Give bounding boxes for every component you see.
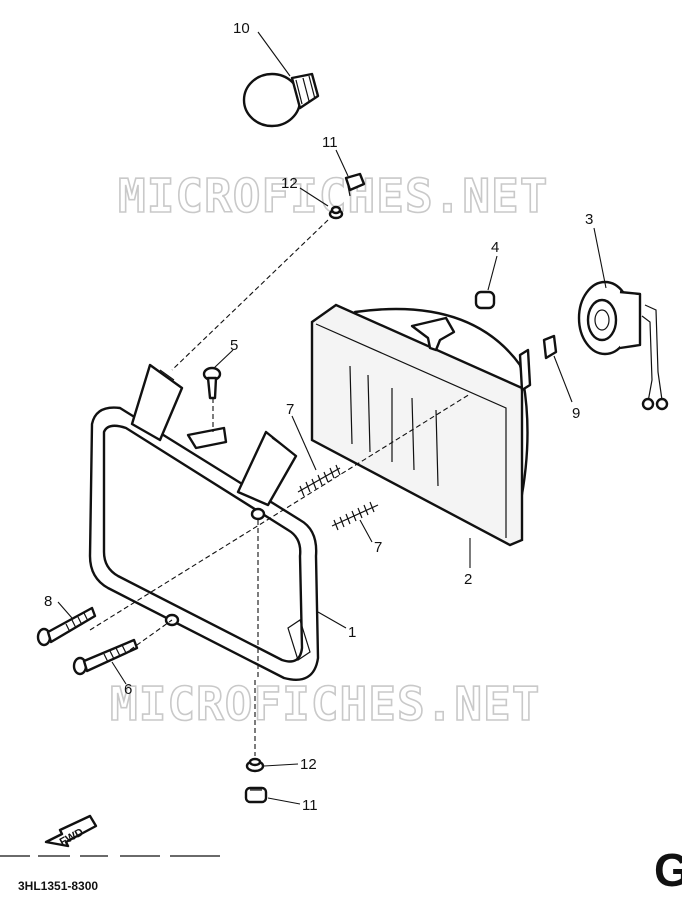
drawing-code: 3HL1351-8300 — [18, 879, 98, 893]
callout-12-top: 12 — [281, 175, 298, 192]
page-marker: G — [654, 844, 682, 896]
nut-top-part — [328, 205, 344, 220]
headlight-frame-part — [88, 363, 320, 681]
watermark-top: MICROFICHES.NET — [118, 169, 548, 223]
callout-2: 2 — [464, 571, 472, 588]
socket-part — [577, 280, 669, 411]
callout-9: 9 — [572, 405, 580, 422]
nut-bottom-part — [245, 757, 265, 773]
watermark-bottom: MICROFICHES.NET — [110, 677, 540, 731]
spring-upper-part — [297, 464, 341, 497]
callout-11-top: 11 — [322, 134, 338, 151]
callout-8: 8 — [44, 593, 52, 610]
bulb-part — [242, 72, 320, 128]
clip-part — [542, 334, 558, 360]
callout-4: 4 — [491, 239, 499, 256]
screw-bottom-part — [244, 786, 268, 804]
leader-lines — [57, 31, 607, 805]
screw-6-part — [72, 638, 139, 676]
callout-6: 6 — [124, 681, 132, 698]
callout-12-bottom: 12 — [300, 756, 317, 773]
callout-10: 10 — [233, 20, 250, 37]
callout-5: 5 — [230, 337, 238, 354]
callout-11-bottom: 11 — [302, 797, 318, 814]
fwd-arrow-icon: FWD — [44, 814, 98, 849]
screw-5-part — [202, 366, 222, 400]
callout-3: 3 — [585, 211, 593, 228]
screw-top-part — [344, 172, 366, 197]
screw-8-part — [36, 606, 97, 647]
headlight-unit-part — [310, 303, 532, 547]
callout-7-upper: 7 — [286, 401, 294, 418]
callout-1: 1 — [348, 624, 356, 641]
spring-lower-part — [331, 501, 379, 531]
assembly-lines — [89, 219, 471, 756]
cap-part — [474, 290, 496, 310]
callout-7-lower: 7 — [374, 539, 382, 556]
